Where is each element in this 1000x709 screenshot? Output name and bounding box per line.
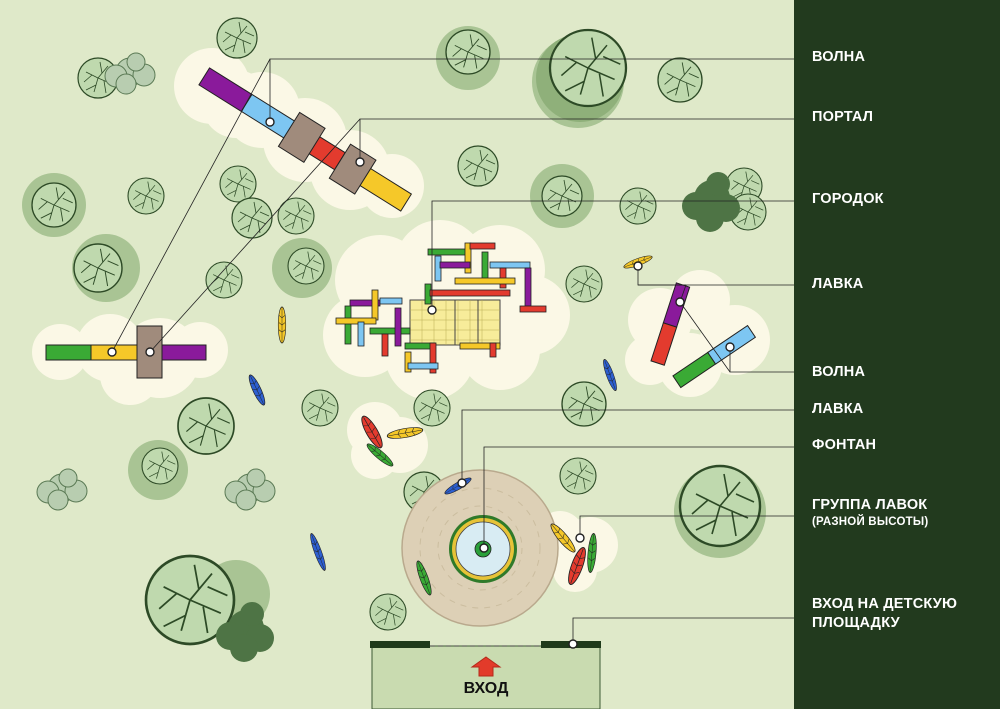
label-bench-group: ГРУППА ЛАВОК (РАЗНОЙ ВЫСОТЫ) xyxy=(812,496,928,530)
label-bench-top: ЛАВКА xyxy=(812,276,864,292)
tree-icon xyxy=(177,397,235,455)
tree-icon xyxy=(457,145,499,187)
tree-icon xyxy=(287,247,325,285)
label-town: ГОРОДОК xyxy=(812,191,884,207)
tree-icon xyxy=(219,165,257,203)
tree-icon xyxy=(413,389,451,427)
label-entrance-line1: ВХОД НА ДЕТСКУЮ xyxy=(812,596,958,612)
tree-icon xyxy=(231,197,273,239)
tree-icon xyxy=(205,261,243,299)
label-bench-middle: ЛАВКА xyxy=(812,401,864,417)
tree-icon xyxy=(301,389,339,427)
tree-icon xyxy=(541,175,583,217)
label-wave-top: ВОЛНА xyxy=(812,49,866,65)
label-entrance: ВХОД НА ДЕТСКУЮ ПЛОЩАДКУ xyxy=(812,595,957,633)
tree-icon xyxy=(619,187,657,225)
entry-label: ВХОД xyxy=(463,680,509,697)
tree-icon xyxy=(369,593,407,631)
entry-arrow-icon xyxy=(470,656,502,677)
legend-panel xyxy=(794,0,1000,709)
tree-icon xyxy=(31,182,77,228)
label-entrance-line2: ПЛОЩАДКУ xyxy=(812,615,900,631)
leader-lines xyxy=(111,58,806,644)
tree-icon xyxy=(559,457,597,495)
label-bench-group-title: ГРУППА ЛАВОК xyxy=(812,497,928,513)
tree-icon xyxy=(127,177,165,215)
tree-icon xyxy=(565,265,603,303)
tree-icon xyxy=(141,447,179,485)
tree-icon xyxy=(73,243,123,293)
tree-icon xyxy=(216,17,258,59)
label-portal: ПОРТАЛ xyxy=(812,109,874,125)
tree-icon xyxy=(657,57,703,103)
marker-points xyxy=(107,117,735,649)
tree-icon xyxy=(678,464,762,548)
entrance-area xyxy=(370,641,601,709)
tree-icon xyxy=(445,29,491,75)
town-structure xyxy=(335,242,547,374)
label-fountain: ФОНТАН xyxy=(812,437,877,453)
bench-icon xyxy=(277,306,287,344)
tree-icon xyxy=(548,28,628,108)
label-bench-group-note: (РАЗНОЙ ВЫСОТЫ) xyxy=(812,516,929,528)
label-wave-right: ВОЛНА xyxy=(812,364,866,380)
tree-icon xyxy=(561,381,607,427)
